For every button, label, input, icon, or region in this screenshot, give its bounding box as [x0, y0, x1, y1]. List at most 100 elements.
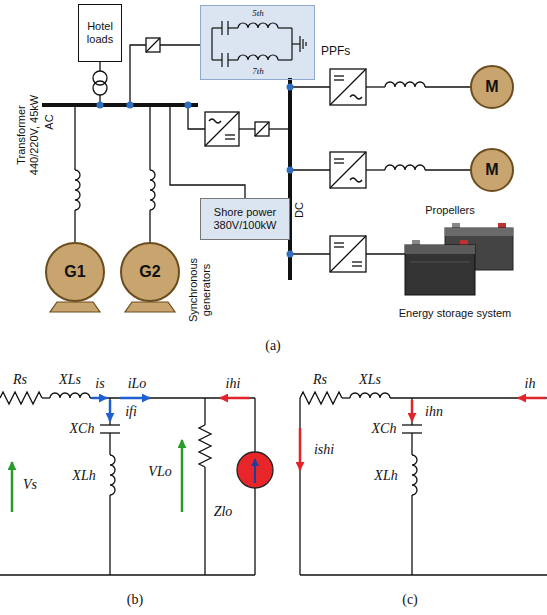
ac-side-wiring — [205, 112, 239, 146]
ac-side-wiring — [188, 105, 205, 129]
storage-label: Energy storage system — [399, 307, 512, 320]
battery-icon — [412, 240, 420, 245]
node-text: M — [485, 78, 498, 96]
motor-circle: M — [470, 148, 514, 192]
current-label: ifi — [125, 404, 137, 420]
ppf-filter — [228, 27, 238, 28]
circuit-c — [411, 495, 412, 575]
bus-junction-dot — [287, 167, 294, 174]
ppf-filter — [212, 27, 222, 28]
capacitor-label: XCh — [372, 421, 397, 437]
circuit-b — [50, 393, 90, 398]
impedance-label: Zlo — [214, 504, 233, 520]
inductor-label: XLh — [374, 468, 397, 484]
generator-base — [50, 302, 175, 312]
ac-side-wiring — [93, 81, 107, 95]
ac-side-wiring — [74, 210, 75, 242]
ppf-filter — [278, 27, 292, 28]
battery-icon — [405, 245, 475, 295]
dc-side-wiring — [366, 253, 405, 254]
harmonic-order: 5th — [252, 8, 264, 18]
ppf-filter — [200, 5, 315, 80]
ac-side-wiring — [149, 105, 150, 170]
circuit-b — [100, 424, 120, 425]
propeller-label: Propellers — [425, 204, 475, 217]
resistor-label: Rs — [13, 372, 27, 388]
current-arrow — [92, 398, 250, 421]
circuit-b — [204, 467, 205, 575]
dc-side-wiring — [334, 242, 344, 243]
circuit-b — [0, 392, 255, 575]
ac-side-wiring — [149, 210, 150, 242]
current-arrow — [518, 397, 546, 400]
ac-side-wiring — [99, 62, 100, 71]
ac-side-wiring — [74, 105, 75, 170]
bus-junction-dot — [97, 102, 104, 109]
generator-base — [125, 302, 175, 312]
ppf-filter — [221, 21, 222, 35]
circuit-b — [110, 455, 115, 495]
subfigure-label: (c) — [402, 592, 418, 608]
ppf-filter — [292, 43, 300, 44]
ppf-filter — [305, 42, 306, 46]
capacitor-label: XCh — [70, 421, 95, 437]
circuit-c — [390, 397, 547, 398]
node-text: G1 — [64, 263, 85, 281]
ppf-filter — [221, 53, 222, 67]
subfigure-label: (a) — [265, 338, 281, 354]
circuit-c — [411, 398, 412, 425]
bus-junction-dot — [127, 102, 134, 109]
voltage-label: VLo — [148, 464, 171, 480]
circuit-b — [109, 433, 110, 455]
battery-icon — [405, 223, 513, 295]
dc-side-wiring — [350, 95, 362, 99]
ppf-filter — [211, 28, 212, 60]
inductor-label: XLs — [359, 372, 381, 388]
generator-base — [50, 302, 100, 312]
generator-circle: G1 — [45, 242, 105, 302]
inductor-label: XLs — [59, 372, 81, 388]
circuit-c — [342, 397, 350, 398]
dc-side-wiring — [366, 169, 385, 170]
resistor-label: Rs — [313, 372, 327, 388]
dc-side-wiring — [330, 69, 366, 105]
current-source — [237, 452, 273, 488]
node-text: M — [485, 161, 498, 179]
voltage-arrow — [181, 440, 184, 512]
dc-side-wiring — [330, 152, 366, 188]
dc-side-wiring — [330, 236, 366, 272]
harmonic-order: 7th — [252, 66, 264, 76]
ac-side-wiring — [146, 38, 160, 52]
ac-side-wiring — [42, 103, 198, 107]
circuit-c — [300, 392, 547, 575]
ac-side-wiring — [225, 134, 235, 135]
dc-side-wiring — [330, 152, 366, 188]
current-arrow — [120, 397, 150, 400]
ppf-filter — [278, 59, 292, 60]
ppf-filter — [228, 59, 238, 60]
generator-circle: G2 — [120, 242, 180, 302]
current-arrow — [299, 428, 302, 470]
subfigure-label: (b) — [127, 592, 143, 608]
bus-junction-dot — [97, 84, 294, 258]
bus-label: DC — [293, 202, 306, 218]
ppf-filter — [302, 39, 303, 49]
ppf-filter — [299, 36, 300, 52]
dc-side-wiring — [425, 86, 470, 87]
voltage-label: Vs — [23, 477, 37, 493]
bus-label: AC — [43, 114, 56, 129]
battery-icon — [445, 228, 513, 236]
dc-side-wiring — [385, 82, 425, 87]
ac-side-wiring — [255, 122, 269, 136]
ac-side-wiring — [42, 38, 290, 242]
battery-icon — [460, 240, 468, 245]
battery-icon — [410, 262, 470, 263]
circuit-b — [0, 574, 255, 575]
circuit-b — [0, 392, 42, 404]
ac-side-wiring — [225, 138, 235, 139]
node-text: Shore power 380V/100kW — [205, 206, 285, 232]
dc-side-wiring — [292, 253, 330, 254]
current-arrow — [411, 400, 414, 421]
circuit-c — [412, 455, 417, 495]
